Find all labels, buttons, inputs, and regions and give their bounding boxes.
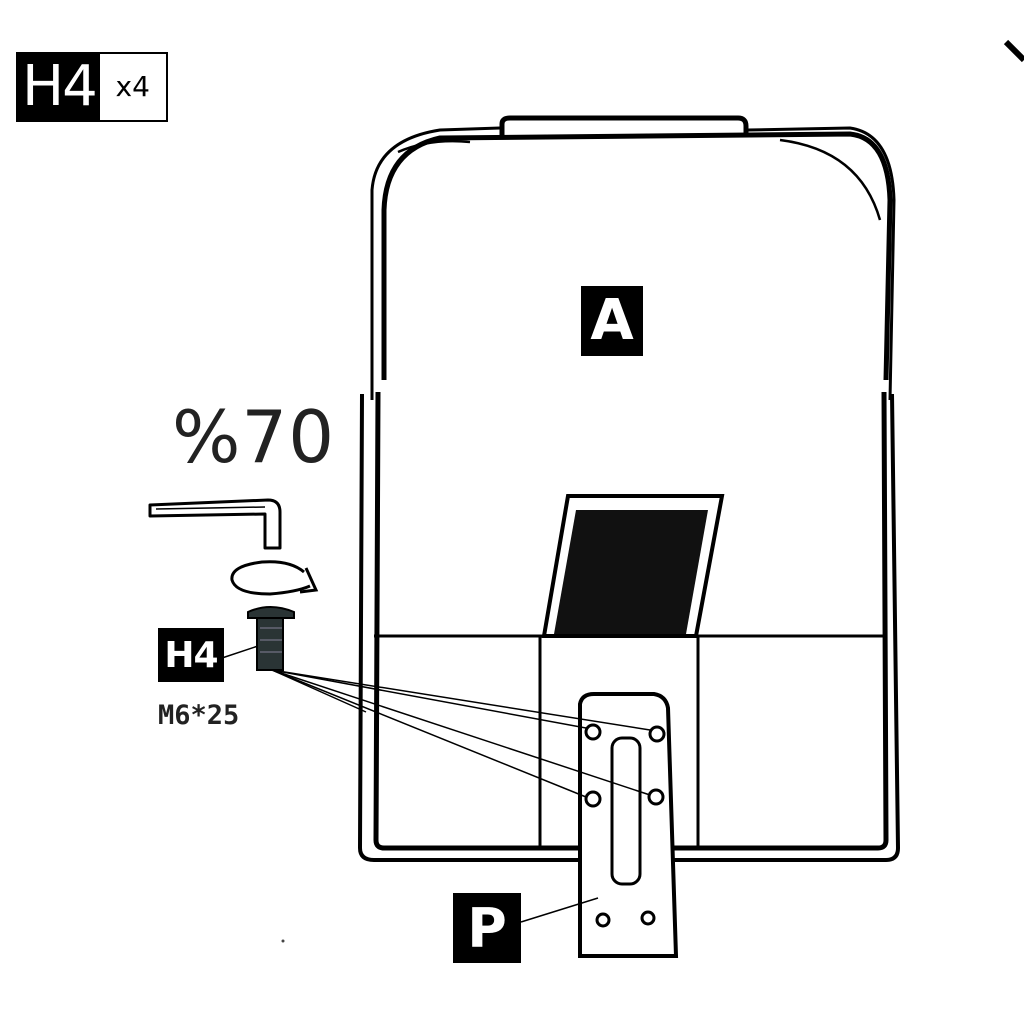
mounting-plate — [578, 692, 679, 958]
body-label: A — [581, 286, 643, 356]
screw-label: H4 — [158, 628, 224, 682]
stray-mark — [281, 939, 285, 943]
plate-label: P — [453, 893, 521, 963]
h4-label-leader — [221, 645, 259, 659]
corner-mark — [1003, 39, 1024, 63]
rotation-arrow-icon — [230, 560, 319, 596]
screw-size: M6*25 — [158, 700, 240, 731]
p-label-leader — [520, 897, 599, 923]
screw-leader-lines — [271, 669, 651, 798]
screw-icon — [247, 606, 295, 671]
hex-key-icon — [148, 498, 282, 550]
torque-value: %70 — [172, 395, 336, 479]
housing-window — [541, 494, 725, 638]
part-quantity: x4 — [99, 54, 166, 120]
part-code: H4 — [18, 54, 100, 120]
part-quantity-badge: H4 x4 — [16, 52, 168, 122]
